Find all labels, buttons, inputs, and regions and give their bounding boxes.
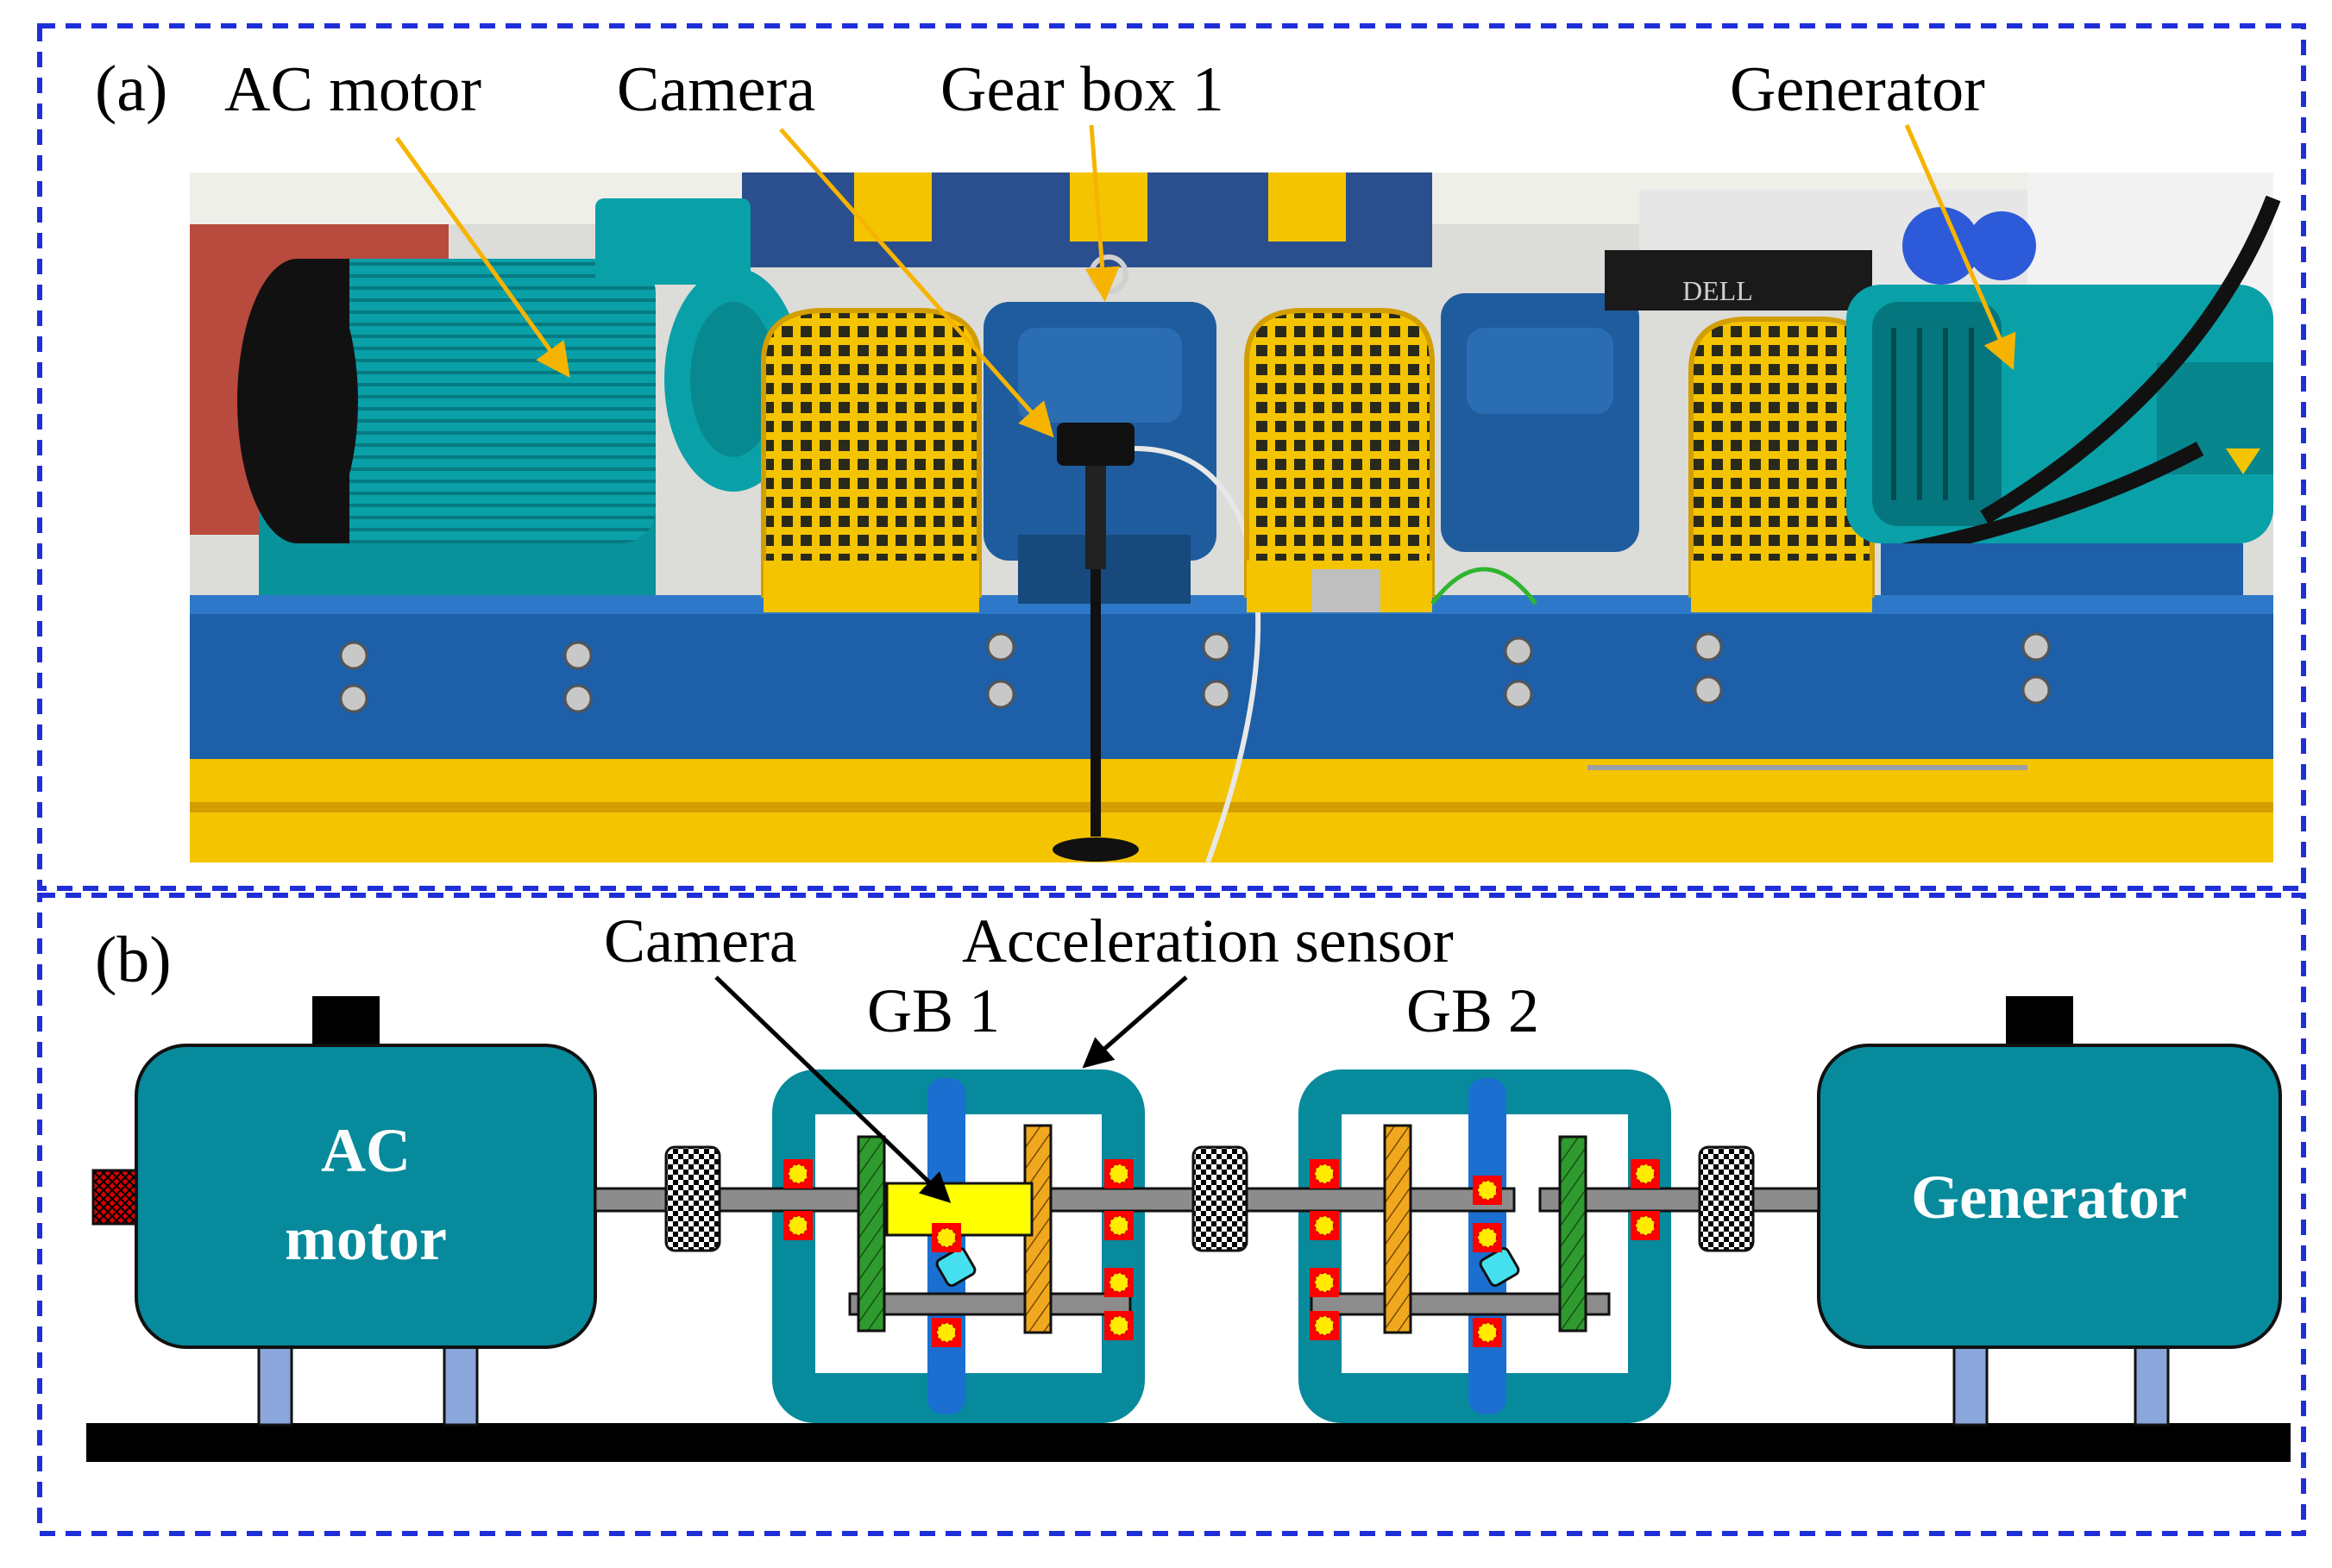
panel-b-label: (b) — [95, 924, 172, 996]
generator-legs — [1952, 1344, 2170, 1427]
ac-motor-text-2: motor — [285, 1204, 447, 1273]
ac-motor-text-1: AC — [321, 1116, 411, 1185]
test-rig-photo: DELL — [190, 124, 2281, 864]
panel-a-label: (a) — [95, 53, 167, 125]
base-rail — [86, 1423, 2291, 1462]
acceleration-sensor-label: Acceleration sensor — [962, 906, 1454, 975]
gb1-label: GB 1 — [867, 976, 1000, 1045]
acceleration-sensors — [935, 1246, 1520, 1288]
gb2-gears — [1383, 1124, 1587, 1334]
gb2-label: GB 2 — [1406, 976, 1539, 1045]
camera-label: Camera — [604, 906, 797, 975]
generator-text: Generator — [1911, 1163, 2187, 1232]
motor-end-cap — [91, 1169, 138, 1226]
monitor-brand: DELL — [1682, 275, 1753, 306]
ac-motor-block — [135, 1044, 597, 1349]
generator-callout: Generator — [1730, 54, 1985, 125]
camera-callout: Camera — [617, 54, 815, 125]
generator-top-block — [2006, 996, 2073, 1046]
couplings — [664, 1145, 1755, 1252]
gear-box-callout: Gear box 1 — [940, 54, 1224, 125]
panel-a-frame — [37, 23, 2306, 891]
motor-top-block — [312, 996, 380, 1046]
sensor-arrow — [1082, 975, 1188, 1069]
camera-arrow — [714, 975, 952, 1203]
ac-motor-callout: AC motor — [224, 54, 481, 125]
motor-legs — [257, 1344, 479, 1427]
